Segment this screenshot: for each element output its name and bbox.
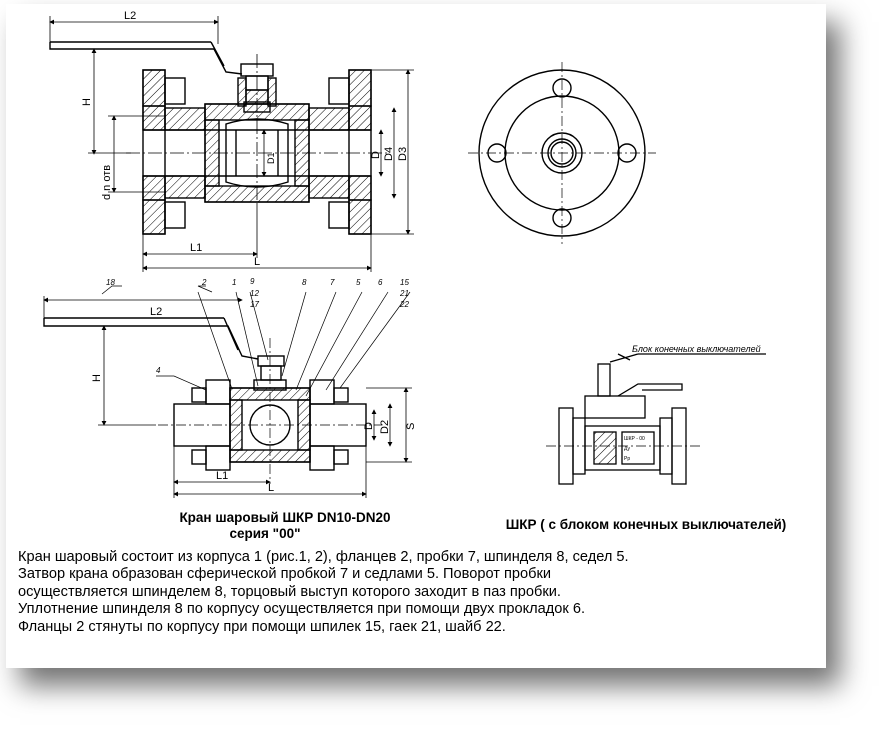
nameplate-pr: Рр: [624, 456, 630, 462]
callout-18: 18: [106, 278, 115, 287]
callout-5: 5: [356, 278, 361, 287]
dim-top-d4: D4: [383, 147, 395, 161]
callout-8: 8: [302, 278, 307, 287]
description-text: Кран шаровый состоит из корпуса 1 (рис.1…: [18, 549, 823, 636]
limit-switch-valve-view: [546, 353, 766, 485]
ball: [225, 118, 289, 188]
main-caption-line2: серия "00": [229, 526, 301, 541]
description-line-5: Фланцы 2 стянуты по корпусу при помощи ш…: [18, 618, 506, 635]
dim-top-d1: D1: [266, 152, 276, 164]
top-dimension-labels: L2 H d n отв L1 L D1 D D4 D3: [81, 10, 409, 268]
description-line-4: Уплотнение шпинделя 8 по корпусу осущест…: [18, 601, 586, 618]
callout-7: 7: [330, 278, 335, 287]
callout-6: 6: [378, 278, 383, 287]
callout-2: 2: [201, 278, 207, 287]
dim-top-d3: D3: [397, 147, 409, 161]
bottom-dimension-labels: L2 H D D2 S L1 L: [91, 306, 417, 494]
dim-top-dn: d n отв: [101, 165, 113, 200]
top-section-view: [49, 41, 390, 235]
nameplate-dn: Ду: [624, 446, 630, 452]
callout-12: 12: [250, 289, 259, 298]
callout-9: 9: [250, 277, 255, 286]
dim-bottom-d2: D2: [379, 420, 391, 434]
callout-numbers: 18 2 1 9 12 17 8 7 5 6 15 21 22 4: [106, 277, 409, 375]
dim-bottom-l1: L1: [216, 470, 228, 482]
callout-15: 15: [400, 278, 409, 287]
limit-switch-label: Блок конечных выключателей: [632, 344, 761, 354]
dim-bottom-h: H: [91, 374, 103, 382]
switch-caption: ШКР ( с блоком конечных выключателей): [505, 517, 787, 532]
dim-bottom-l: L: [268, 482, 274, 494]
callout-21: 21: [399, 289, 409, 298]
description-line-1: Кран шаровый состоит из корпуса 1 (рис.1…: [18, 549, 629, 565]
handle-lever-bottom: [43, 318, 259, 360]
valve-technical-drawing: L2 H d n отв L1 L D1 D D4 D3: [43, 10, 766, 498]
description-line-2: Затвор крана образован сферической пробк…: [18, 566, 552, 583]
callout-17: 17: [250, 300, 259, 309]
callout-leaders: [101, 285, 411, 397]
callout-4: 4: [156, 366, 161, 375]
top-dimensions: [49, 16, 414, 272]
dim-top-h: H: [81, 98, 93, 106]
dim-top-l1: L1: [190, 242, 202, 254]
dim-bottom-l2: L2: [150, 306, 162, 318]
callout-22: 22: [399, 300, 409, 309]
drawing-sheet: L2 H d n отв L1 L D1 D D4 D3: [6, 4, 826, 668]
callout-1: 1: [232, 278, 236, 287]
dim-bottom-d: D: [363, 422, 375, 430]
nameplate-model: ШКР - 00: [624, 436, 645, 442]
main-caption-line1: Кран шаровый ШКР DN10-DN20: [179, 510, 391, 525]
description-line-3: осуществляется шпинделем 8, торцовый выс…: [18, 583, 561, 600]
dim-bottom-s: S: [405, 423, 417, 430]
dim-top-l: L: [254, 256, 260, 268]
dim-top-l2: L2: [124, 10, 136, 22]
flange-end-view: [468, 62, 656, 244]
bottom-dimensions: [43, 296, 412, 498]
bottom-external-view: [43, 317, 382, 484]
nameplate: ШКР - 00 Ду Рр: [624, 436, 645, 462]
dim-top-d: D: [370, 151, 382, 159]
